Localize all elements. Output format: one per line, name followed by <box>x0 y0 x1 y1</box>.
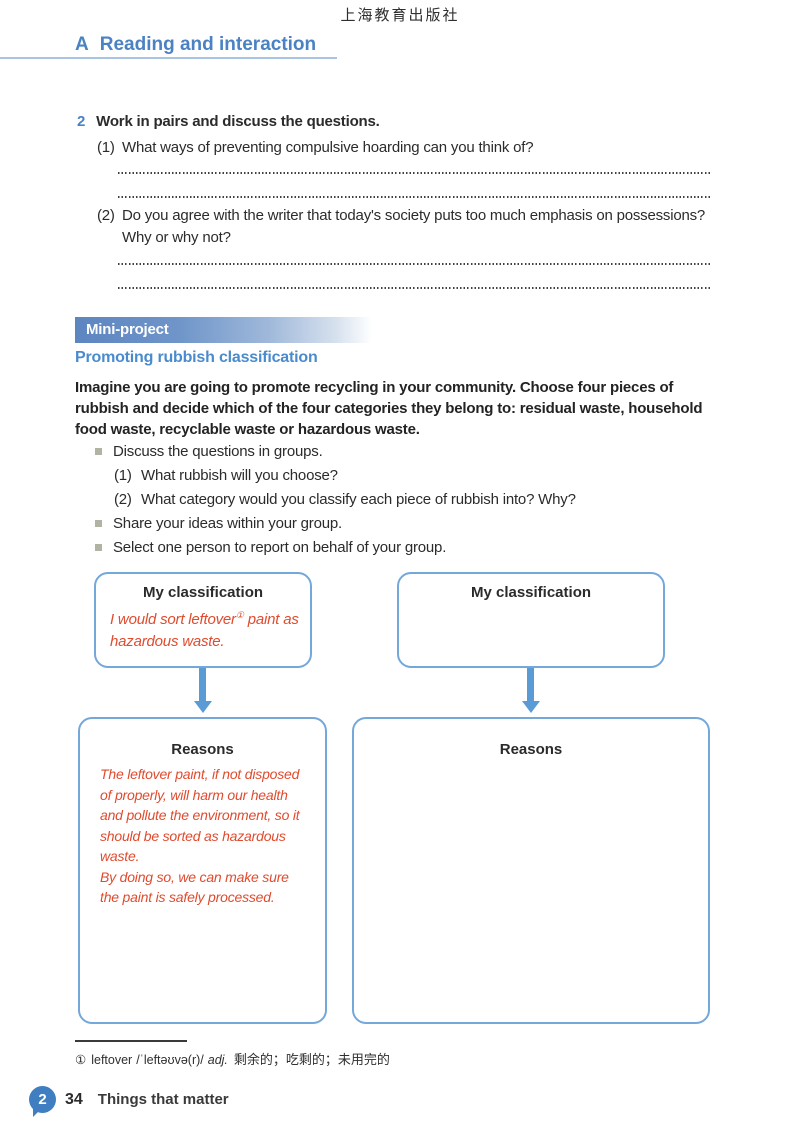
reasons-note-text: The leftover paint, if not disposed of p… <box>100 766 300 864</box>
answer-line <box>118 172 710 174</box>
classification-note-text: I would sort leftover <box>110 611 236 628</box>
reasons-box-right: Reasons <box>352 717 710 1024</box>
step-label: Discuss the questions in groups. <box>113 443 323 460</box>
exercise-title: Work in pairs and discuss the questions. <box>96 113 380 130</box>
exercise-header: 2 Work in pairs and discuss the questions… <box>77 113 380 130</box>
square-bullet-icon <box>95 520 102 527</box>
mini-project-banner: Mini-project <box>75 317 372 343</box>
question-1-text: What ways of preventing compulsive hoard… <box>122 139 534 156</box>
step-sub-question: (1) What rubbish will you choose? <box>114 467 715 484</box>
down-arrow-icon <box>199 668 206 701</box>
page-number: 34 <box>65 1090 83 1108</box>
footnote-meaning: 剩余的；吃剩的；未用完的 <box>233 1052 390 1067</box>
answer-line <box>118 287 710 289</box>
exercise-number: 2 <box>77 113 86 130</box>
question-1: (1) What ways of preventing compulsive h… <box>97 137 707 159</box>
section-heading-underline <box>0 57 337 59</box>
classification-box-right: My classification <box>397 572 665 668</box>
section-heading: A Reading and interaction <box>75 34 316 56</box>
footnote: ① leftover/ˈleftəʊvə(r)/adj. 剩余的；吃剩的；未用完的 <box>75 1049 390 1068</box>
classification-box-title: My classification <box>470 584 592 601</box>
answer-line <box>118 196 710 198</box>
question-2: (2) Do you agree with the writer that to… <box>97 205 707 249</box>
down-arrow-icon <box>527 668 534 701</box>
reasons-box-left: Reasons The leftover paint, if not dispo… <box>78 717 327 1024</box>
section-title: Reading and interaction <box>99 34 317 55</box>
question-1-number: (1) <box>97 139 115 156</box>
section-letter: A <box>75 34 89 55</box>
answer-line <box>118 263 710 265</box>
square-bullet-icon <box>95 544 102 551</box>
square-bullet-icon <box>95 448 102 455</box>
classification-box-left: My classification I would sort leftover①… <box>94 572 312 668</box>
footnote-divider <box>75 1040 187 1042</box>
publisher-watermark: 上海教育出版社 <box>340 6 460 24</box>
project-steps: Discuss the questions in groups. (1) Wha… <box>95 443 715 563</box>
classification-box-title: My classification <box>142 584 264 601</box>
footnote-word: leftover <box>91 1053 133 1067</box>
step-sub-question: (2) What category would you classify eac… <box>114 491 715 508</box>
reasons-box-title: Reasons <box>171 741 234 758</box>
reasons-box-title: Reasons <box>499 741 563 758</box>
sub-question-text: What rubbish will you choose? <box>141 467 338 484</box>
project-title: Promoting rubbish classification <box>75 349 318 366</box>
step-label: Select one person to report on behalf of… <box>113 539 447 556</box>
page-footer: 2 34 Things that matter <box>29 1086 229 1117</box>
mini-project-banner-label: Mini-project <box>86 321 169 338</box>
footnote-phonetic: /ˈleftəʊvə(r)/ <box>136 1053 204 1067</box>
unit-title: Things that matter <box>97 1091 229 1108</box>
classification-note-text: paint as hazardous waste. <box>110 611 299 650</box>
footnote-part-of-speech: adj. <box>207 1053 228 1067</box>
sub-question-number: (2) <box>114 491 132 508</box>
project-intro: Imagine you are going to promote recycli… <box>75 379 703 438</box>
footnote-ref-marker: ① <box>235 610 244 620</box>
step-item: Select one person to report on behalf of… <box>95 539 715 556</box>
sub-question-text: What category would you classify each pi… <box>141 491 576 508</box>
sub-question-number: (1) <box>114 467 132 484</box>
footnote-marker: ① <box>75 1053 87 1067</box>
step-item: Share your ideas within your group. <box>95 515 715 532</box>
step-item: Discuss the questions in groups. <box>95 443 715 460</box>
step-label: Share your ideas within your group. <box>113 515 342 532</box>
question-2-number: (2) <box>97 207 115 224</box>
classification-note: I would sort leftover① paint as hazardou… <box>96 601 310 653</box>
reasons-note-text: By doing so, we can make sure the paint … <box>100 868 289 906</box>
reasons-note: The leftover paint, if not disposed of p… <box>80 758 325 908</box>
unit-number-badge: 2 <box>29 1086 56 1117</box>
question-2-text: Do you agree with the writer that today'… <box>122 207 706 246</box>
